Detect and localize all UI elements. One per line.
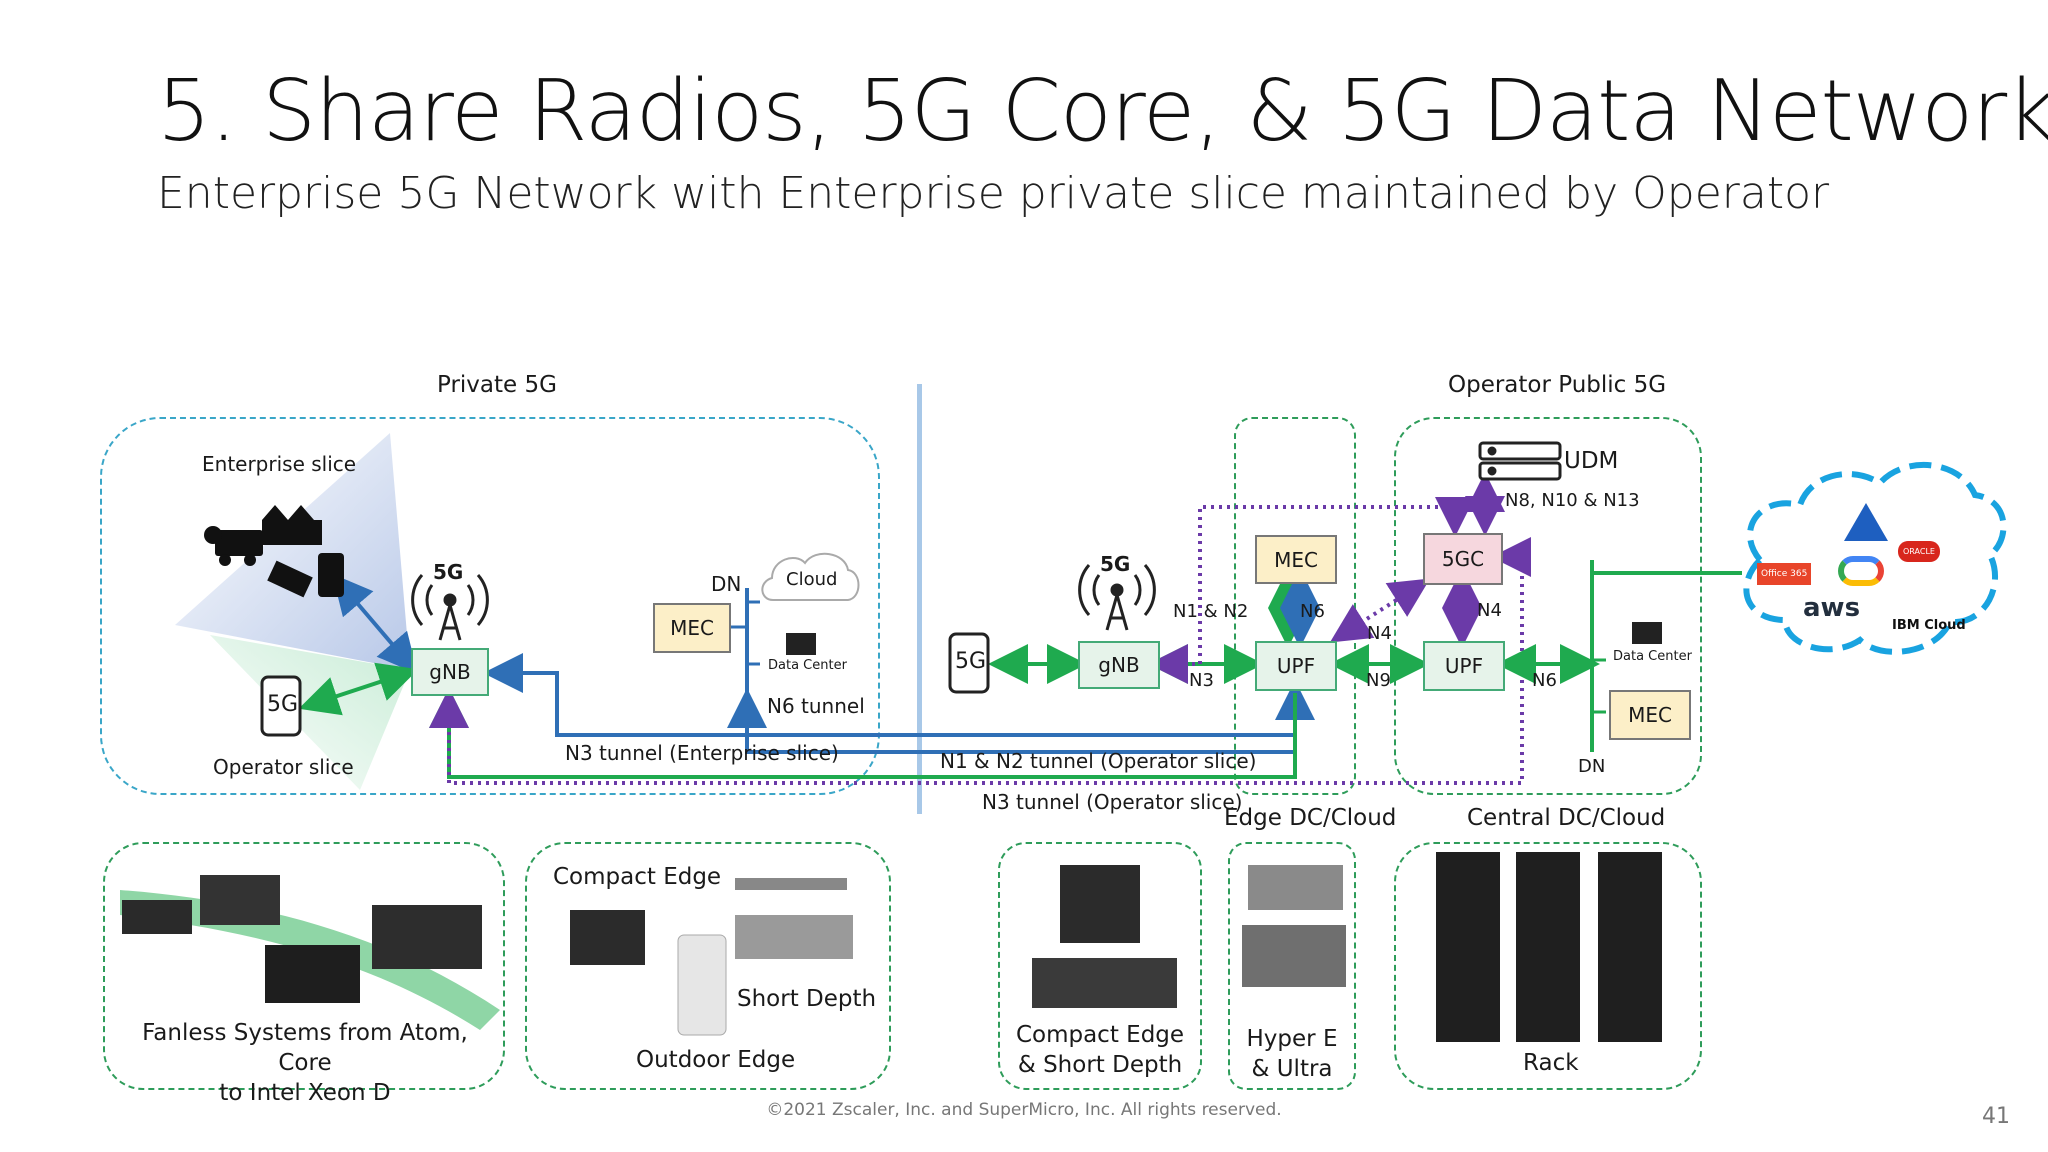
mec-left: MEC — [653, 603, 731, 653]
rack-image — [1436, 852, 1662, 1042]
upf-edge: UPF — [1255, 641, 1337, 691]
central-dc-label: Central DC/Cloud — [1467, 805, 1666, 831]
n4a-label: N4 — [1367, 623, 1392, 644]
data-center-left-label: Data Center — [768, 658, 847, 673]
mec-central: MEC — [1609, 690, 1691, 740]
n3-operator-tunnel — [429, 688, 1297, 779]
n1n2-signal — [1148, 497, 1475, 684]
edge-dc-label: Edge DC/Cloud — [1224, 805, 1397, 831]
private-5g-label: Private 5G — [437, 372, 557, 398]
cloud-label: Cloud — [786, 569, 838, 590]
compact-edge-label: Compact Edge — [553, 864, 722, 890]
udm-label: UDM — [1564, 448, 1619, 474]
slide-subtitle: Enterprise 5G Network with Enterprise pr… — [157, 168, 1830, 219]
short-depth-label: Short Depth — [737, 986, 877, 1012]
link-phone-gnb — [298, 662, 419, 716]
operator-slice-label: Operator slice — [213, 755, 354, 779]
enterprise-devices-icon — [204, 505, 344, 598]
n6a-label: N6 — [1300, 601, 1325, 622]
ibm-cloud-logo: IBM Cloud — [1892, 618, 1966, 633]
compact-edge-region — [525, 842, 891, 1090]
oracle-logo: ORACLE — [1898, 541, 1940, 562]
n1n2-operator-label: N1 & N2 tunnel (Operator slice) — [940, 749, 1257, 773]
outdoor-edge-label: Outdoor Edge — [636, 1047, 796, 1073]
phone-right-5g: 5G — [955, 649, 987, 674]
enterprise-slice-label: Enterprise slice — [202, 452, 357, 476]
cloud-bubble-icon — [761, 552, 860, 601]
office365-logo: Office 365 — [1757, 563, 1812, 585]
phone-left-5g: 5G — [267, 692, 299, 717]
upf-central: UPF — [1423, 641, 1505, 691]
n3-operator-label: N3 tunnel (Operator slice) — [982, 790, 1243, 814]
azure-logo — [1844, 503, 1888, 541]
dn-right-label: DN — [1578, 756, 1606, 777]
n1n2-label: N1 & N2 — [1173, 601, 1249, 622]
cell-tower-left-icon — [411, 574, 489, 641]
fanless-region — [103, 842, 505, 1090]
phone-right-icon — [948, 632, 990, 694]
compact-short-image — [1032, 865, 1177, 1008]
operator-5g-label: Operator Public 5G — [1448, 372, 1667, 398]
tower-left-5g: 5G — [433, 560, 464, 584]
cell-tower-right-icon — [1078, 564, 1156, 631]
n4b-label: N4 — [1477, 600, 1502, 621]
n6b-label: N6 — [1532, 670, 1557, 691]
data-center-right-icon — [1632, 622, 1662, 644]
n6-tunnel-label: N6 tunnel — [767, 694, 865, 718]
n3-enterprise-label: N3 tunnel (Enterprise slice) — [565, 741, 839, 765]
compact-short-region — [998, 842, 1202, 1090]
compact-short-label: Compact Edge & Short Depth — [1015, 1022, 1185, 1078]
tower-right-5g: 5G — [1100, 552, 1131, 576]
aws-logo: aws — [1803, 593, 1861, 623]
n8-label: N8, N10 & N13 — [1505, 490, 1640, 511]
google-cloud-logo — [1838, 556, 1884, 586]
core-5gc: 5GC — [1423, 533, 1503, 585]
hyper-image — [1242, 865, 1346, 987]
mec-edge: MEC — [1255, 535, 1337, 584]
data-center-right-label: Data Center — [1613, 649, 1692, 664]
slide-title: 5. Share Radios, 5G Core, & 5G Data Netw… — [157, 62, 2048, 161]
public-cloud-shape — [1743, 461, 2007, 655]
copyright-footer: ©2021 Zscaler, Inc. and SuperMicro, Inc.… — [766, 1100, 1282, 1120]
rack-region — [1394, 842, 1702, 1090]
hyper-label: Hyper E & Ultra — [1246, 1026, 1338, 1082]
n3-label: N3 — [1189, 670, 1214, 691]
hyper-region — [1228, 842, 1356, 1090]
n3-enterprise-tunnel — [483, 653, 1315, 737]
gnb-left: gNB — [411, 648, 489, 696]
compact-edge-image — [570, 878, 853, 1036]
fanless-label: Fanless Systems from Atom, Core to Intel… — [142, 1020, 468, 1106]
data-center-left-icon — [786, 633, 816, 655]
udm-server-icon — [1478, 441, 1562, 481]
phone-left-icon — [260, 675, 302, 737]
fanless-systems-image — [120, 875, 500, 1030]
n9-label: N9 — [1366, 670, 1391, 691]
gnb-right: gNB — [1078, 641, 1160, 689]
rack-label: Rack — [1523, 1050, 1579, 1076]
page-number: 41 — [1982, 1104, 2010, 1129]
link-enterprise-gnb — [332, 573, 418, 675]
dn-left-label: DN — [711, 572, 742, 596]
